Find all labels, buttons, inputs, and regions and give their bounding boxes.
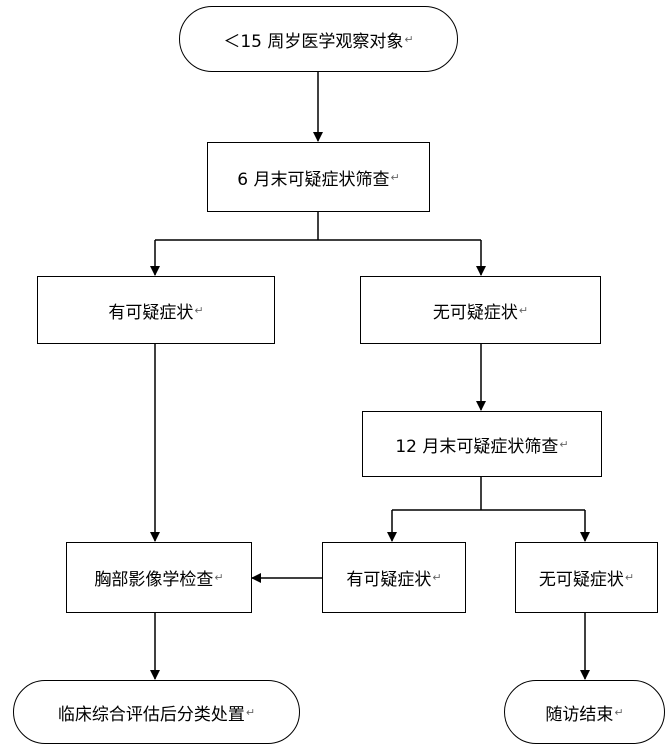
suspect12-label: 有可疑症状 [346,570,432,590]
nosuspect6-label: 无可疑症状 [432,302,518,323]
paragraph-mark-icon: ↵ [245,705,256,719]
end-node: 随访结束↵ [504,680,665,744]
screen6-node: 6 月末可疑症状筛查↵ [207,142,430,212]
screen12-node: 12 月末可疑症状筛查↵ [362,411,602,477]
start-node: ＜15 周岁医学观察对象↵ [179,6,458,72]
end-label: 随访结束 [545,704,614,725]
screen12-label: 12 月末可疑症状筛查 [395,436,559,457]
paragraph-mark-icon: ↵ [624,571,635,584]
start-label: ＜15 周岁医学观察对象 [223,31,404,52]
screen6-label: 6 月末可疑症状筛查 [237,169,390,190]
chest-node: 胸部影像学检查↵ [66,542,252,613]
suspect6-label: 有可疑症状 [108,302,194,323]
clinical-node: 临床综合评估后分类处置↵ [13,680,300,744]
chest-label: 胸部影像学检查 [94,570,214,590]
clinical-label: 临床综合评估后分类处置 [57,704,245,725]
paragraph-mark-icon: ↵ [518,303,529,317]
paragraph-mark-icon: ↵ [214,571,224,584]
nosuspect12-node: 无可疑症状↵ [515,542,658,613]
suspect12-node: 有可疑症状↵ [322,542,466,613]
paragraph-mark-icon: ↵ [432,571,442,584]
paragraph-mark-icon: ↵ [390,170,400,184]
paragraph-mark-icon: ↵ [404,32,414,46]
paragraph-mark-icon: ↵ [559,437,569,451]
paragraph-mark-icon: ↵ [194,303,204,317]
paragraph-mark-icon: ↵ [614,705,624,719]
nosuspect12-label: 无可疑症状 [538,570,624,590]
suspect6-node: 有可疑症状↵ [37,276,275,344]
nosuspect6-node: 无可疑症状↵ [360,276,601,344]
